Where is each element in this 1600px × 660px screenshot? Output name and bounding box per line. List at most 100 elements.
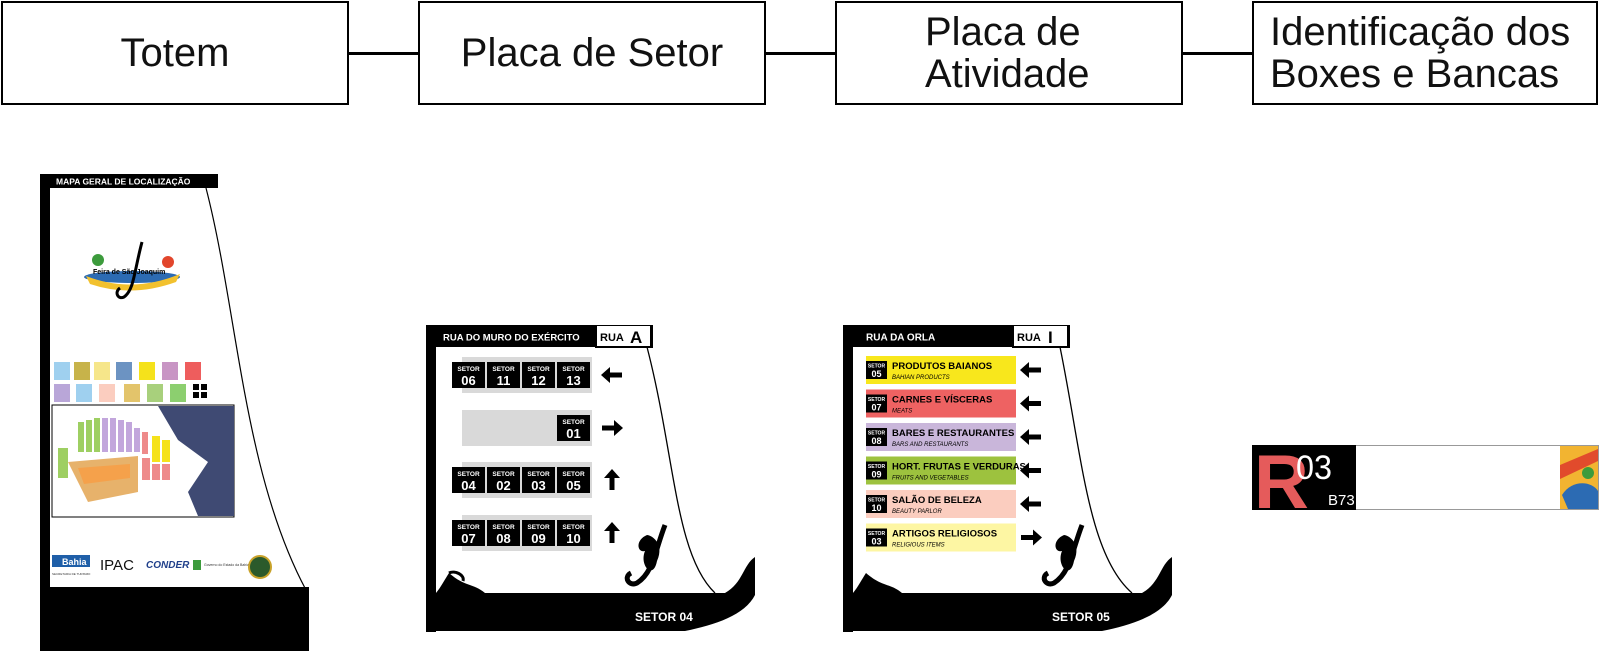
setor-tile-label: SETOR [457,366,480,373]
sponsor-ipac: IPAC [100,557,134,574]
setor-sail-curve [646,346,716,594]
sponsor-bahia: Bahia [62,557,88,567]
setor-tile-number: 03 [531,478,545,493]
setor-tile [452,520,485,546]
setor-frame-left [426,325,436,632]
setor-tile-number: 08 [496,531,510,546]
activity-title: ARTIGOS RELIGIOSOS [892,529,997,540]
box-id-black-panel [1252,445,1356,510]
setor-tile-label: SETOR [562,471,585,478]
setor-tile-label: SETOR [527,471,550,478]
setor-tile-number: 12 [531,373,545,388]
activity-num: 03 [871,537,881,547]
totem-title: MAPA GERAL DE LOCALIZAÇÃO [56,177,191,187]
activity-row [866,523,1016,552]
setor-tile-label: SETOR [527,366,550,373]
activity-num-tile [866,361,887,379]
atividade-title-bar [843,325,1013,347]
activity-title: BARES E RESTAURANTES [892,428,1014,439]
color-legend [54,362,207,402]
atividade-street: RUA DA ORLA [866,333,935,344]
setor-tile-label: SETOR [457,471,480,478]
setor-tile [522,467,555,493]
boat-silhouette [853,524,1172,631]
sponsor-caption: SECRETARIA DE TURISMO [52,572,91,576]
activity-subtitle: BEAUTY PARLOR [892,509,942,515]
activity-subtitle: BARS AND RESTAURANTS [892,442,968,448]
feira-logo: Feira de São Joaquim [84,241,180,300]
atividade-footer: SETOR 05 [1052,610,1110,624]
setor-street: RUA DO MURO DO EXÉRCITO [443,333,580,344]
box-id-number: 03 [1296,449,1332,487]
atividade-rua-letter: I [1048,328,1053,347]
activity-num-label: SETOR [868,498,886,504]
setor-tile [557,520,590,546]
left-arrow-icon [1020,496,1041,512]
setor-tile-label: SETOR [457,524,480,531]
setor-rua-label: RUA [600,332,624,344]
up-arrow-icon [604,522,620,543]
right-arrow-icon [1021,529,1042,546]
left-arrow-icon [1020,395,1041,412]
setor-tile-number: 10 [566,531,580,546]
setor-tile-label: SETOR [492,366,515,373]
activity-row [866,356,1016,384]
header-box-identificacao: Identificação dos Boxes e Bancas [1252,1,1598,105]
logo-text: Feira de São Joaquim [93,269,165,276]
setor-tile-number: 01 [566,426,580,441]
setor-tile-number: 11 [497,373,511,388]
activity-num-tile [866,495,887,513]
header-label: Placa de Setor [460,31,724,75]
setor-tile-number: 06 [461,373,475,388]
brazil-seal-icon [248,555,272,579]
setor-tile [487,362,520,388]
setor-tile-number: 09 [531,531,545,546]
activity-num-label: SETOR [868,531,886,537]
location-map [51,404,235,518]
setor-tile-number: 02 [496,478,510,493]
left-arrow-icon [1020,429,1041,445]
activity-subtitle: RELIGIOUS ITEMS [892,543,945,549]
setor-rua-letter: A [630,328,642,347]
setor-tile-number: 04 [461,478,476,493]
activity-subtitle: BAHIAN PRODUCTS [892,375,950,381]
header-box-totem: Totem [1,1,349,105]
activity-title: HORT. FRUTAS E VERDURAS [892,462,1026,473]
activity-num-label: SETOR [868,464,886,470]
atividade-frame-left [843,325,853,632]
setor-tile-label: SETOR [562,419,585,426]
activity-num: 07 [871,403,881,413]
setor-tile-label: SETOR [527,524,550,531]
activity-num-label: SETOR [868,431,886,437]
activity-num: 10 [871,503,881,513]
activity-num: 05 [871,369,881,379]
setor-tile-label: SETOR [492,524,515,531]
atividade-sail-curve [1059,346,1133,594]
activity-row [866,490,1016,518]
box-id-code: B73 [1328,492,1355,509]
setor-tile-label: SETOR [562,524,585,531]
header-box-placa-setor: Placa de Setor [418,1,766,105]
totem-base [40,587,309,651]
setor-title-bar [426,325,596,347]
activity-title: SALÃO DE BELEZA [892,495,982,506]
activity-num-tile [866,461,887,480]
up-arrow-icon [604,469,620,490]
activity-row [866,389,1016,418]
setor-rows: SETOR06SETOR11SETOR12SETOR13SETOR01SETOR… [452,357,623,551]
header-box-placa-atividade: Placa de Atividade [835,1,1183,105]
totem-sign: MAPA GERAL DE LOCALIZAÇÃO Feira de São J… [40,174,309,651]
activity-subtitle: FRUITS AND VEGETABLES [892,476,969,482]
boat-silhouette [436,524,755,631]
setor-tile [522,362,555,388]
totem-curve [205,187,307,591]
connector-line [349,52,419,55]
activity-num: 09 [871,470,881,480]
activity-num-label: SETOR [868,364,886,370]
setor-tile [522,520,555,546]
activity-num-tile [866,528,887,547]
header-label: Identificação dos Boxes e Bancas [1270,10,1571,96]
setor-tile [487,520,520,546]
